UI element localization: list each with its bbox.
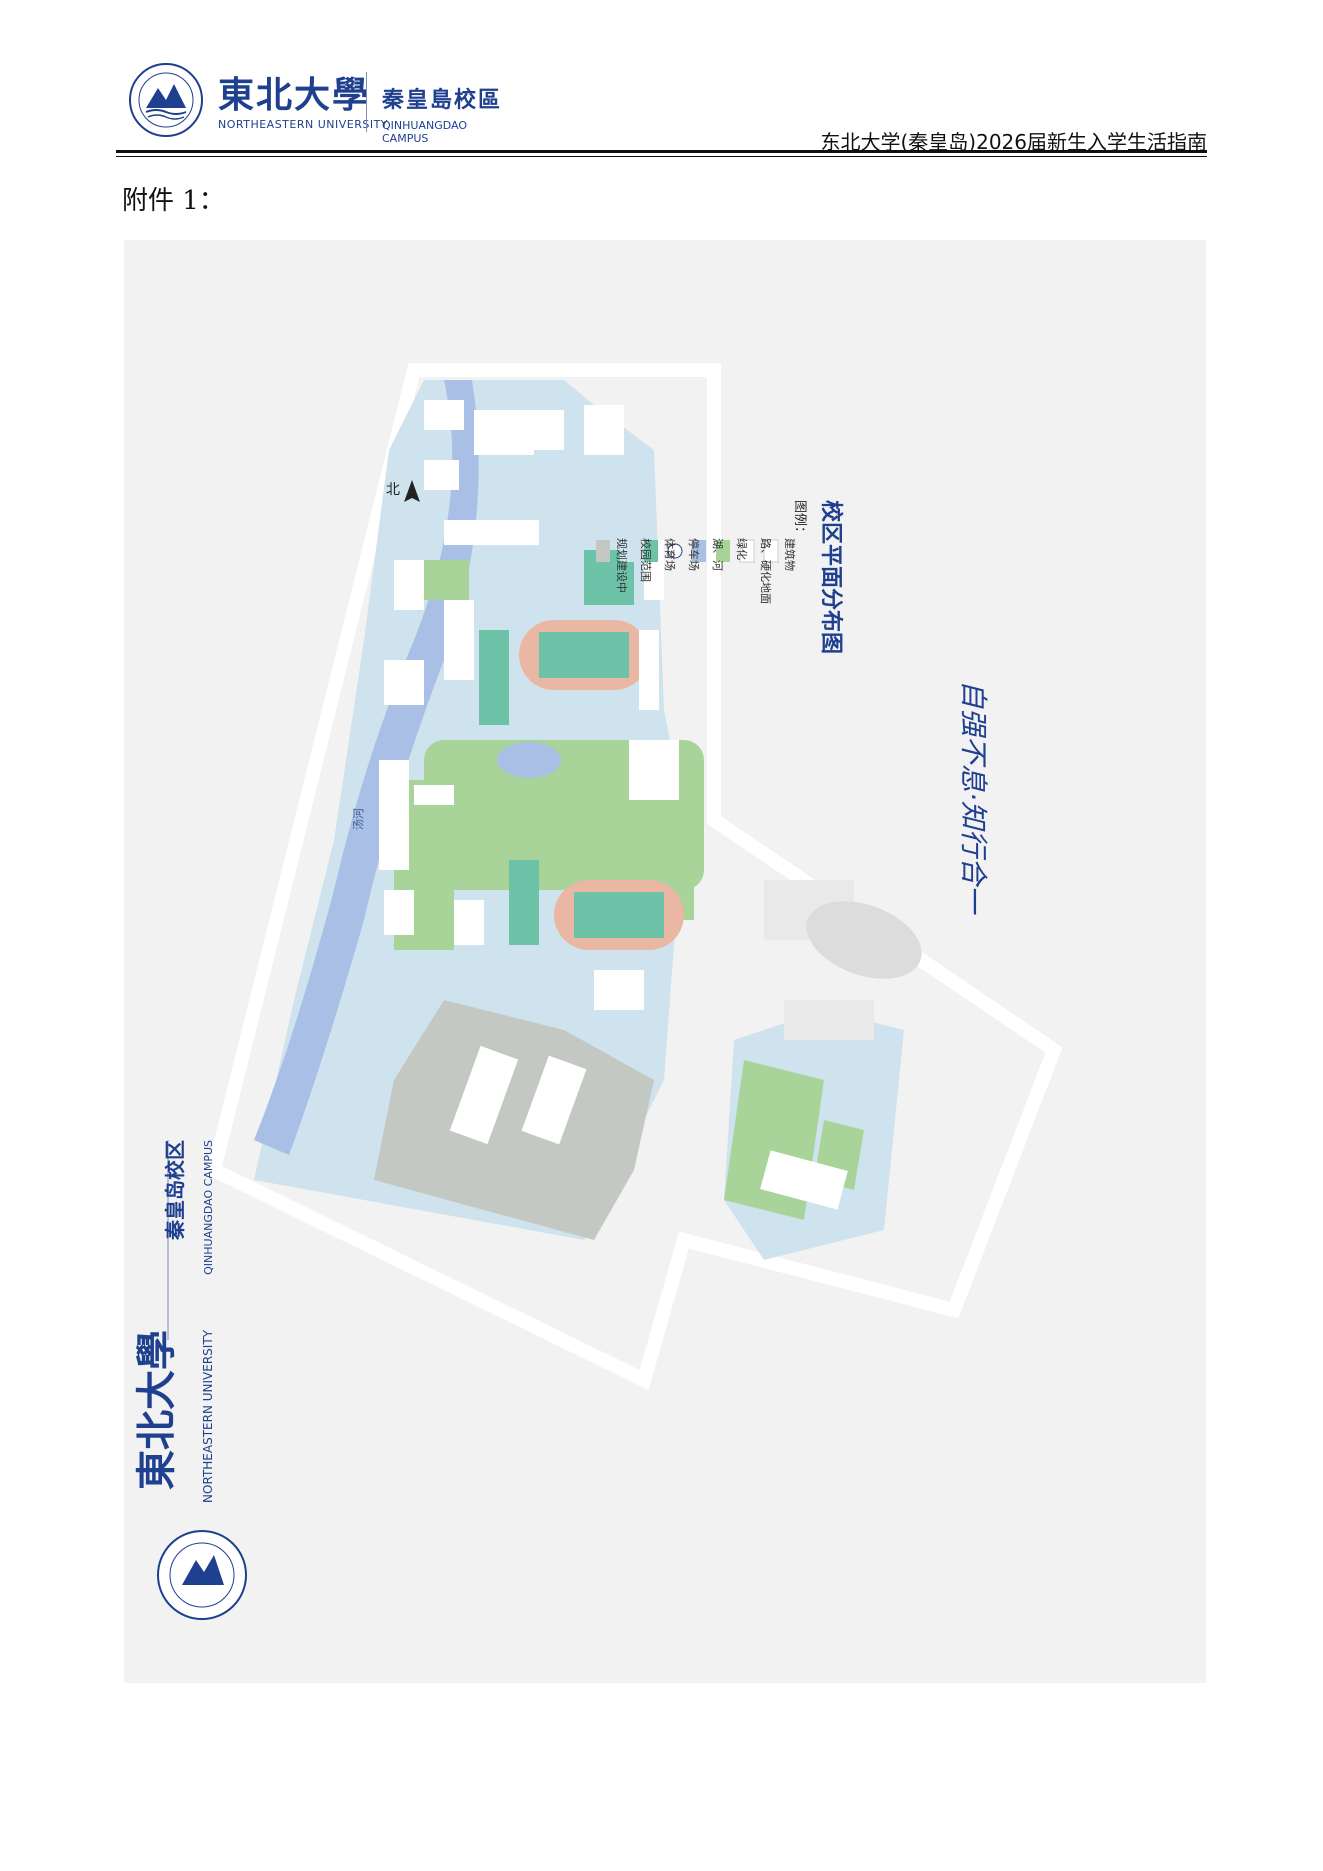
legend-item: 绿化 — [716, 538, 749, 562]
campus-name-cn: 秦皇島校區 — [382, 87, 503, 113]
university-seal-icon — [129, 63, 203, 137]
campus-name-en: QINHUANGDAO CAMPUS — [382, 119, 467, 145]
svg-text:湖、河: 湖、河 — [711, 538, 724, 571]
map-title: 校区平面分布图 — [818, 500, 844, 654]
stadium-north — [519, 620, 649, 690]
map-logo-en: NORTHEASTERN UNIVERSITY — [201, 1329, 215, 1503]
brand-name-cn: 東北大學 — [218, 74, 371, 116]
legend-heading: 图例： — [792, 500, 807, 539]
outer-road — [205, 363, 1063, 1390]
legend-item: 湖、河 — [692, 538, 724, 571]
legend-item: 建筑物 — [763, 538, 797, 571]
legend-item: 校园范围 — [620, 538, 653, 582]
stadium-south — [554, 880, 684, 950]
svg-text:停车场: 停车场 — [687, 538, 701, 571]
river — [254, 380, 479, 1155]
attachment-label: 附件 1： — [122, 186, 225, 216]
north-label: 北 — [386, 482, 400, 498]
svg-text:路、硬化地面: 路、硬化地面 — [759, 538, 773, 604]
map-seal-icon — [157, 1530, 247, 1620]
slogan: 自强不息·知行合一 — [957, 680, 990, 915]
page-header: 東北大學 NORTHEASTERN UNIVERSITY 秦皇島校區 QINHU… — [0, 0, 1323, 160]
lake — [497, 742, 561, 778]
campus-map-canvas: 汤河 北 — [134, 363, 1063, 1620]
legend: 建筑物 路、硬化地面 绿化 湖、河 停车场 体育场 — [596, 538, 797, 604]
university-logo: 東北大學 NORTHEASTERN UNIVERSITY 秦皇島校區 QINHU… — [128, 62, 508, 145]
map-logo-campus-cn: 秦皇岛校区 — [163, 1140, 187, 1241]
north-arrow-icon: 北 — [386, 480, 420, 502]
planned-stadium — [806, 901, 922, 979]
planned-construction-area — [374, 1000, 654, 1240]
legend-item: 规划建设中 — [596, 538, 629, 593]
legend-item: 停车场 — [667, 538, 701, 571]
brand-name-en: NORTHEASTERN UNIVERSITY — [218, 118, 389, 131]
header-rule-thin — [116, 156, 1207, 157]
svg-text:建筑物: 建筑物 — [783, 538, 797, 571]
svg-text:校园范围: 校园范围 — [639, 538, 653, 582]
header-rule-thick — [116, 150, 1207, 153]
legend-item: 体育场 — [644, 538, 677, 571]
campus-map: 汤河 北 — [124, 240, 1206, 1683]
svg-text:绿化: 绿化 — [735, 538, 749, 560]
legend-item: 路、硬化地面 — [739, 538, 773, 604]
map-logo-cn: 東北大學 — [134, 1330, 180, 1490]
map-university-logo: 東北大學 NORTHEASTERN UNIVERSITY 秦皇岛校区 QINHU… — [134, 1140, 247, 1620]
map-logo-campus-en: QINHUANGDAO CAMPUS — [202, 1140, 215, 1275]
svg-text:体育场: 体育场 — [663, 538, 677, 571]
svg-text:规划建设中: 规划建设中 — [615, 538, 629, 593]
brand-divider — [366, 72, 367, 132]
river-label: 汤河 — [351, 808, 365, 830]
